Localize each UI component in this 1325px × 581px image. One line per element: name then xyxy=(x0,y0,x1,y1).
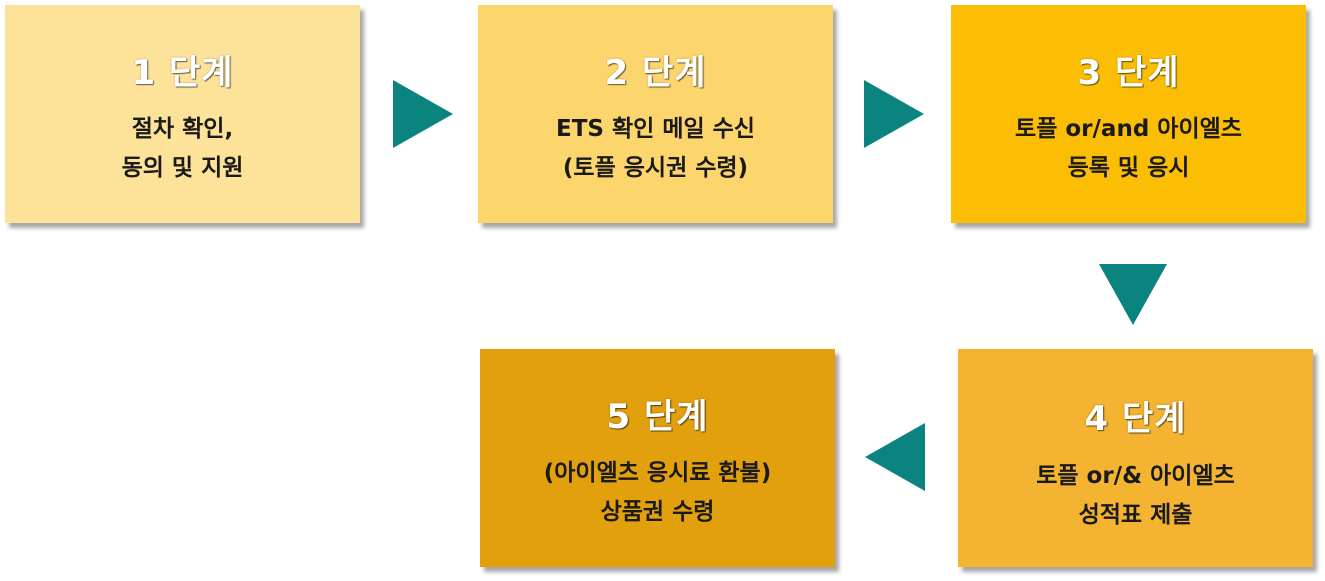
step-5-line-2: 상품권 수령 xyxy=(600,499,715,525)
step-4-line-2: 성적표 제출 xyxy=(1078,502,1193,528)
step-4-line-1: 토플 or/& 아이엘츠 xyxy=(1036,463,1235,489)
arrow-right-icon xyxy=(864,80,924,148)
step-2-box: 2 단계 ETS 확인 메일 수신 (토플 응시권 수령) xyxy=(478,5,833,223)
arrow-down-icon xyxy=(1099,264,1167,325)
step-3-box: 3 단계 토플 or/and 아이엘츠 등록 및 응시 xyxy=(951,5,1306,223)
step-2-line-2: (토플 응시권 수령) xyxy=(562,155,749,181)
step-3-description: 토플 or/and 아이엘츠 등록 및 응시 xyxy=(951,110,1306,188)
step-5-description: (아이엘츠 응시료 환불) 상품권 수령 xyxy=(480,454,835,532)
arrow-left-icon xyxy=(865,423,925,491)
step-1-title: 1 단계 xyxy=(131,53,234,93)
step-4-description: 토플 or/& 아이엘츠 성적표 제출 xyxy=(958,457,1313,535)
step-2-description: ETS 확인 메일 수신 (토플 응시권 수령) xyxy=(478,110,833,188)
step-1-line-2: 동의 및 지원 xyxy=(121,155,244,181)
step-2-line-1: ETS 확인 메일 수신 xyxy=(556,116,755,142)
step-1-line-1: 절차 확인, xyxy=(131,116,234,142)
step-4-box: 4 단계 토플 or/& 아이엘츠 성적표 제출 xyxy=(958,349,1313,567)
step-5-title: 5 단계 xyxy=(606,397,709,437)
step-3-line-1: 토플 or/and 아이엘츠 xyxy=(1015,116,1242,142)
step-3-title: 3 단계 xyxy=(1077,53,1180,93)
step-1-description: 절차 확인, 동의 및 지원 xyxy=(5,110,360,188)
step-5-line-1: (아이엘츠 응시료 환불) xyxy=(543,460,772,486)
step-1-box: 1 단계 절차 확인, 동의 및 지원 xyxy=(5,5,360,223)
step-4-title: 4 단계 xyxy=(1084,399,1187,439)
step-2-title: 2 단계 xyxy=(604,53,707,93)
arrow-right-icon xyxy=(393,80,453,148)
step-3-line-2: 등록 및 응시 xyxy=(1067,155,1190,181)
step-5-box: 5 단계 (아이엘츠 응시료 환불) 상품권 수령 xyxy=(480,349,835,567)
